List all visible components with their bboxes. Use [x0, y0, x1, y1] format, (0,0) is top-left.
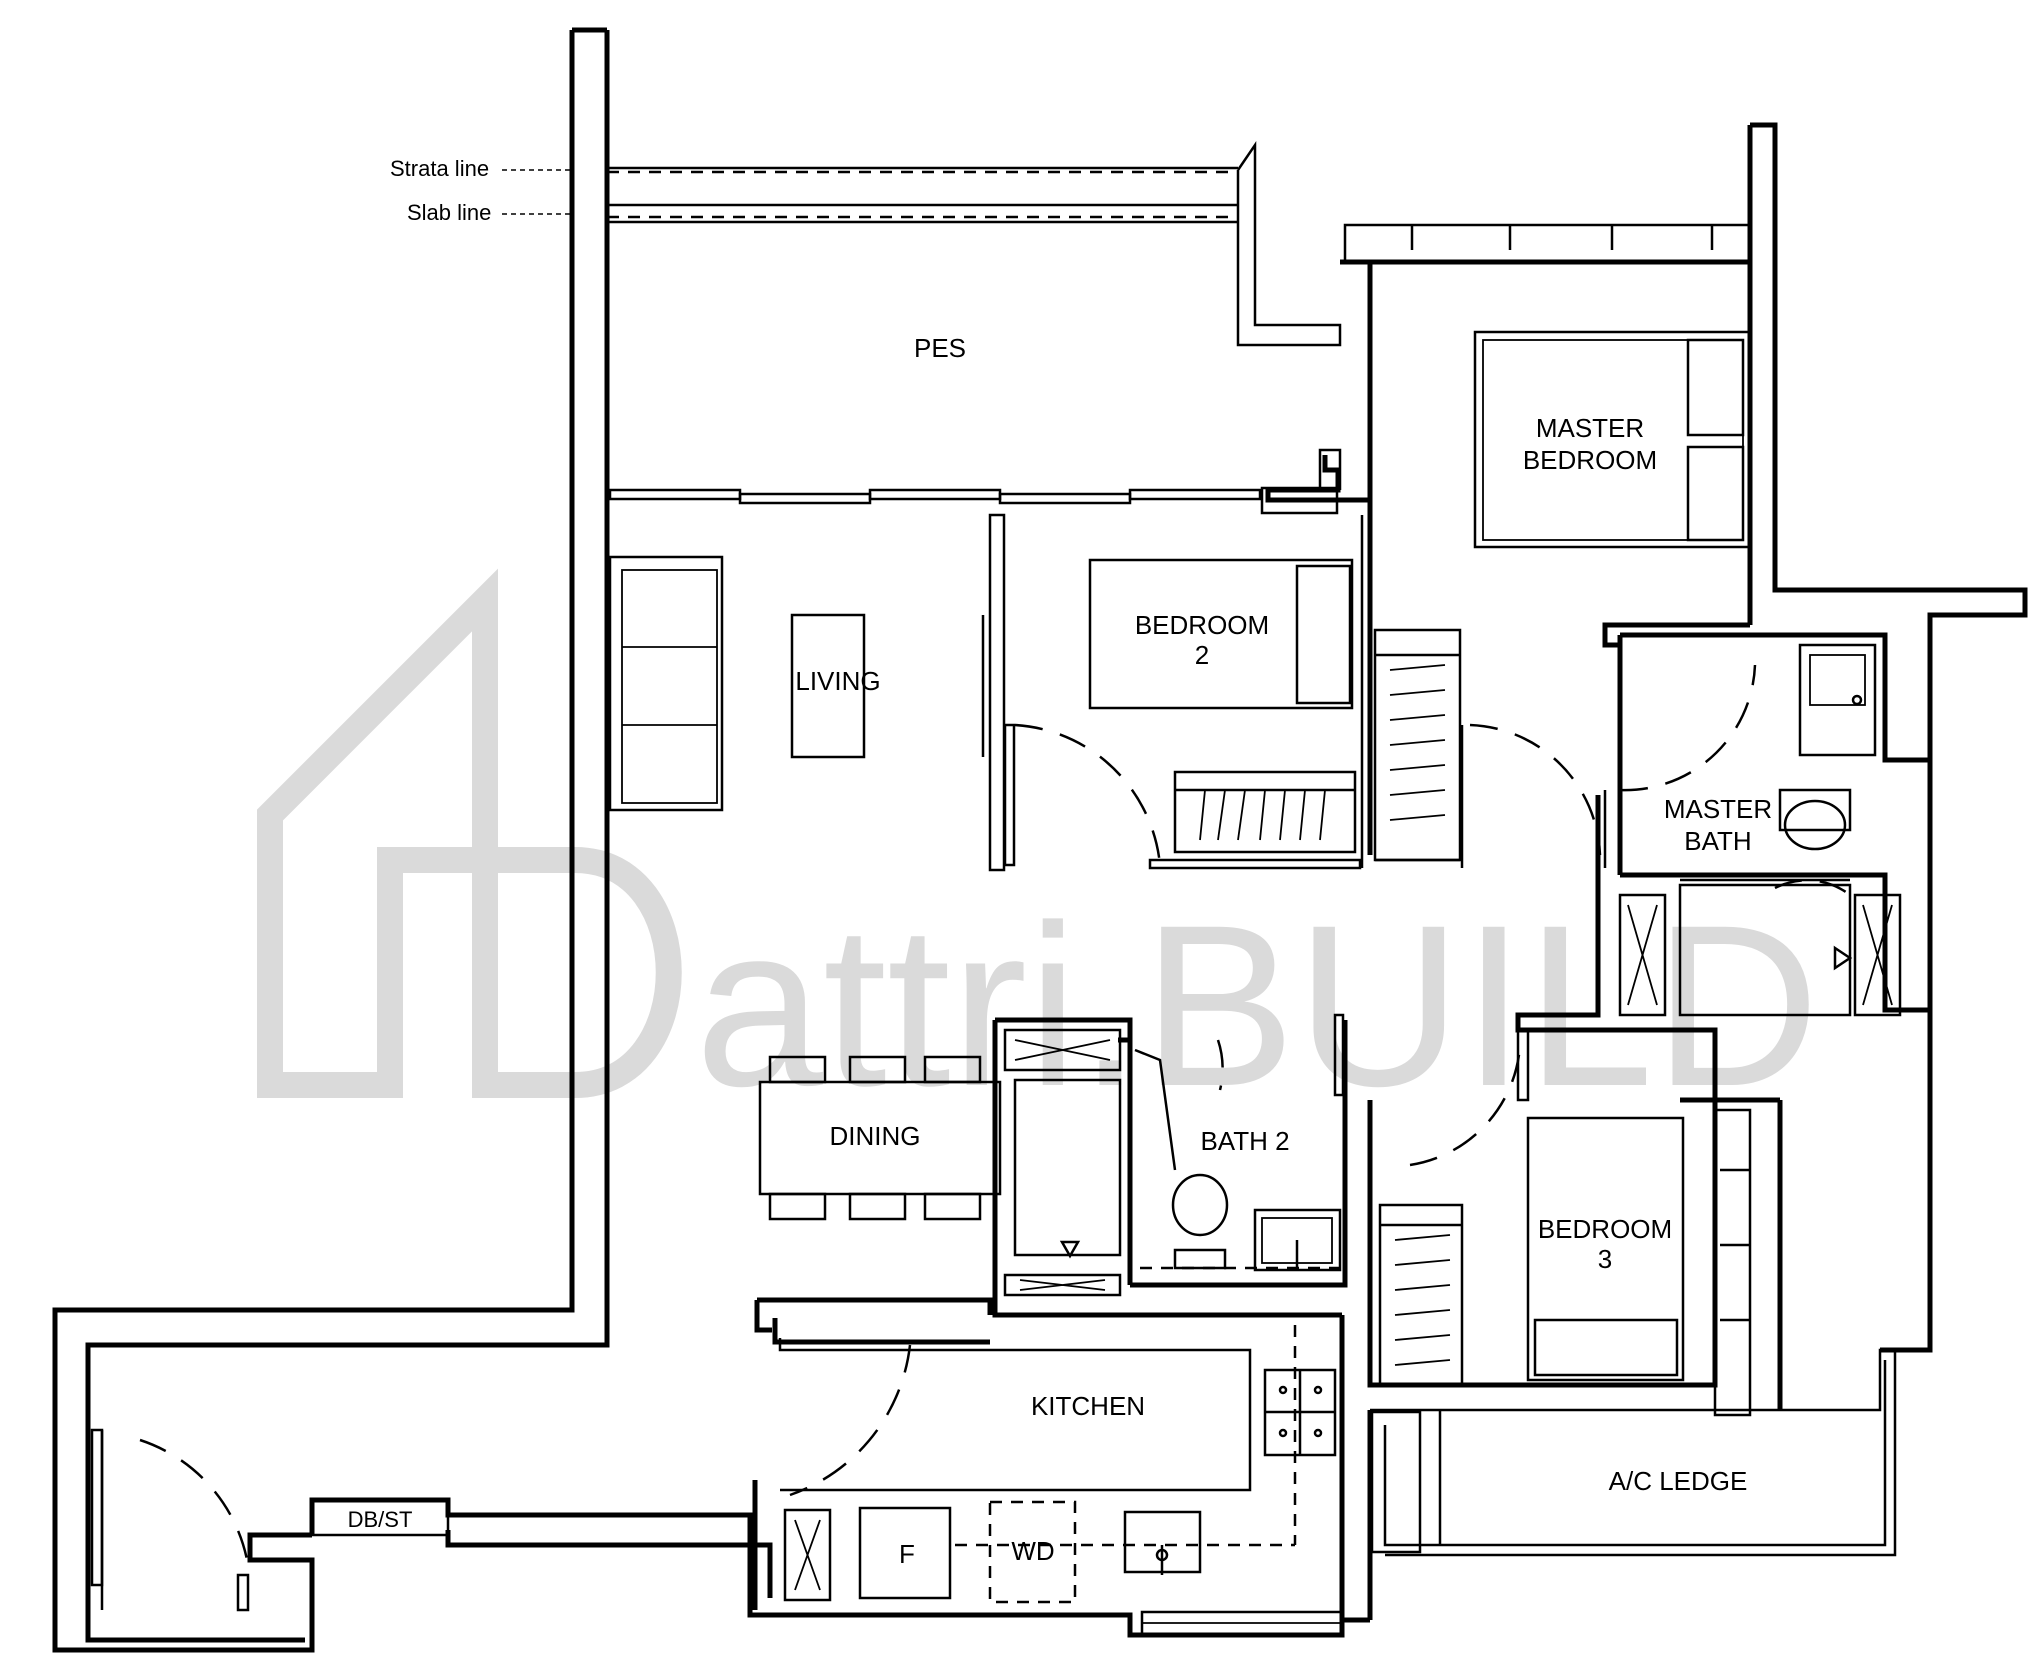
db-st-label: DB/ST [348, 1507, 413, 1532]
watermark-logo-house [257, 568, 682, 1098]
annotation-leaders [502, 169, 572, 215]
strata-line-label: Strata line [390, 156, 489, 181]
master-bedroom-label-line2: BEDROOM [1523, 445, 1657, 475]
labels: Strata line Slab line PES LIVING BEDROOM… [348, 156, 1773, 1569]
bedroom2-label-line1: BEDROOM [1135, 610, 1269, 640]
ac-ledge-label: A/C LEDGE [1609, 1466, 1748, 1496]
kitchen-label: KITCHEN [1031, 1391, 1145, 1421]
fridge-label: F [899, 1539, 915, 1569]
master-bedroom-label-line1: MASTER [1536, 413, 1644, 443]
interior-walls [754, 513, 1897, 1620]
living-furniture [608, 555, 866, 812]
master-bath-fixtures [1618, 643, 1902, 1017]
bath2-label: BATH 2 [1200, 1126, 1289, 1156]
master-bath-label-line2: BATH [1684, 826, 1751, 856]
kitchen-fixtures [778, 1325, 1344, 1636]
bedroom3-label-line1: BEDROOM [1538, 1214, 1672, 1244]
living-label: LIVING [795, 666, 880, 696]
dining-label: DINING [830, 1121, 921, 1151]
bath2-fixtures [1003, 1028, 1342, 1297]
bedroom2-furniture [1014, 558, 1357, 866]
washer-dryer-label: WD [1011, 1536, 1054, 1566]
slab-line-label: Slab line [407, 200, 491, 225]
pes-label: PES [914, 333, 966, 363]
bedroom3-label-line2: 3 [1598, 1244, 1612, 1274]
pes-area [607, 166, 1342, 515]
entrance-door [90, 1428, 450, 1612]
master-bath-label-line1: MASTER [1664, 794, 1772, 824]
watermark-text: attri.BUILD [695, 877, 1820, 1134]
dining-furniture [758, 1055, 1002, 1221]
bedroom2-label-line2: 2 [1195, 640, 1209, 670]
master-bedroom-furniture [1373, 330, 1752, 862]
bedroom3-furniture [1378, 1044, 1685, 1387]
